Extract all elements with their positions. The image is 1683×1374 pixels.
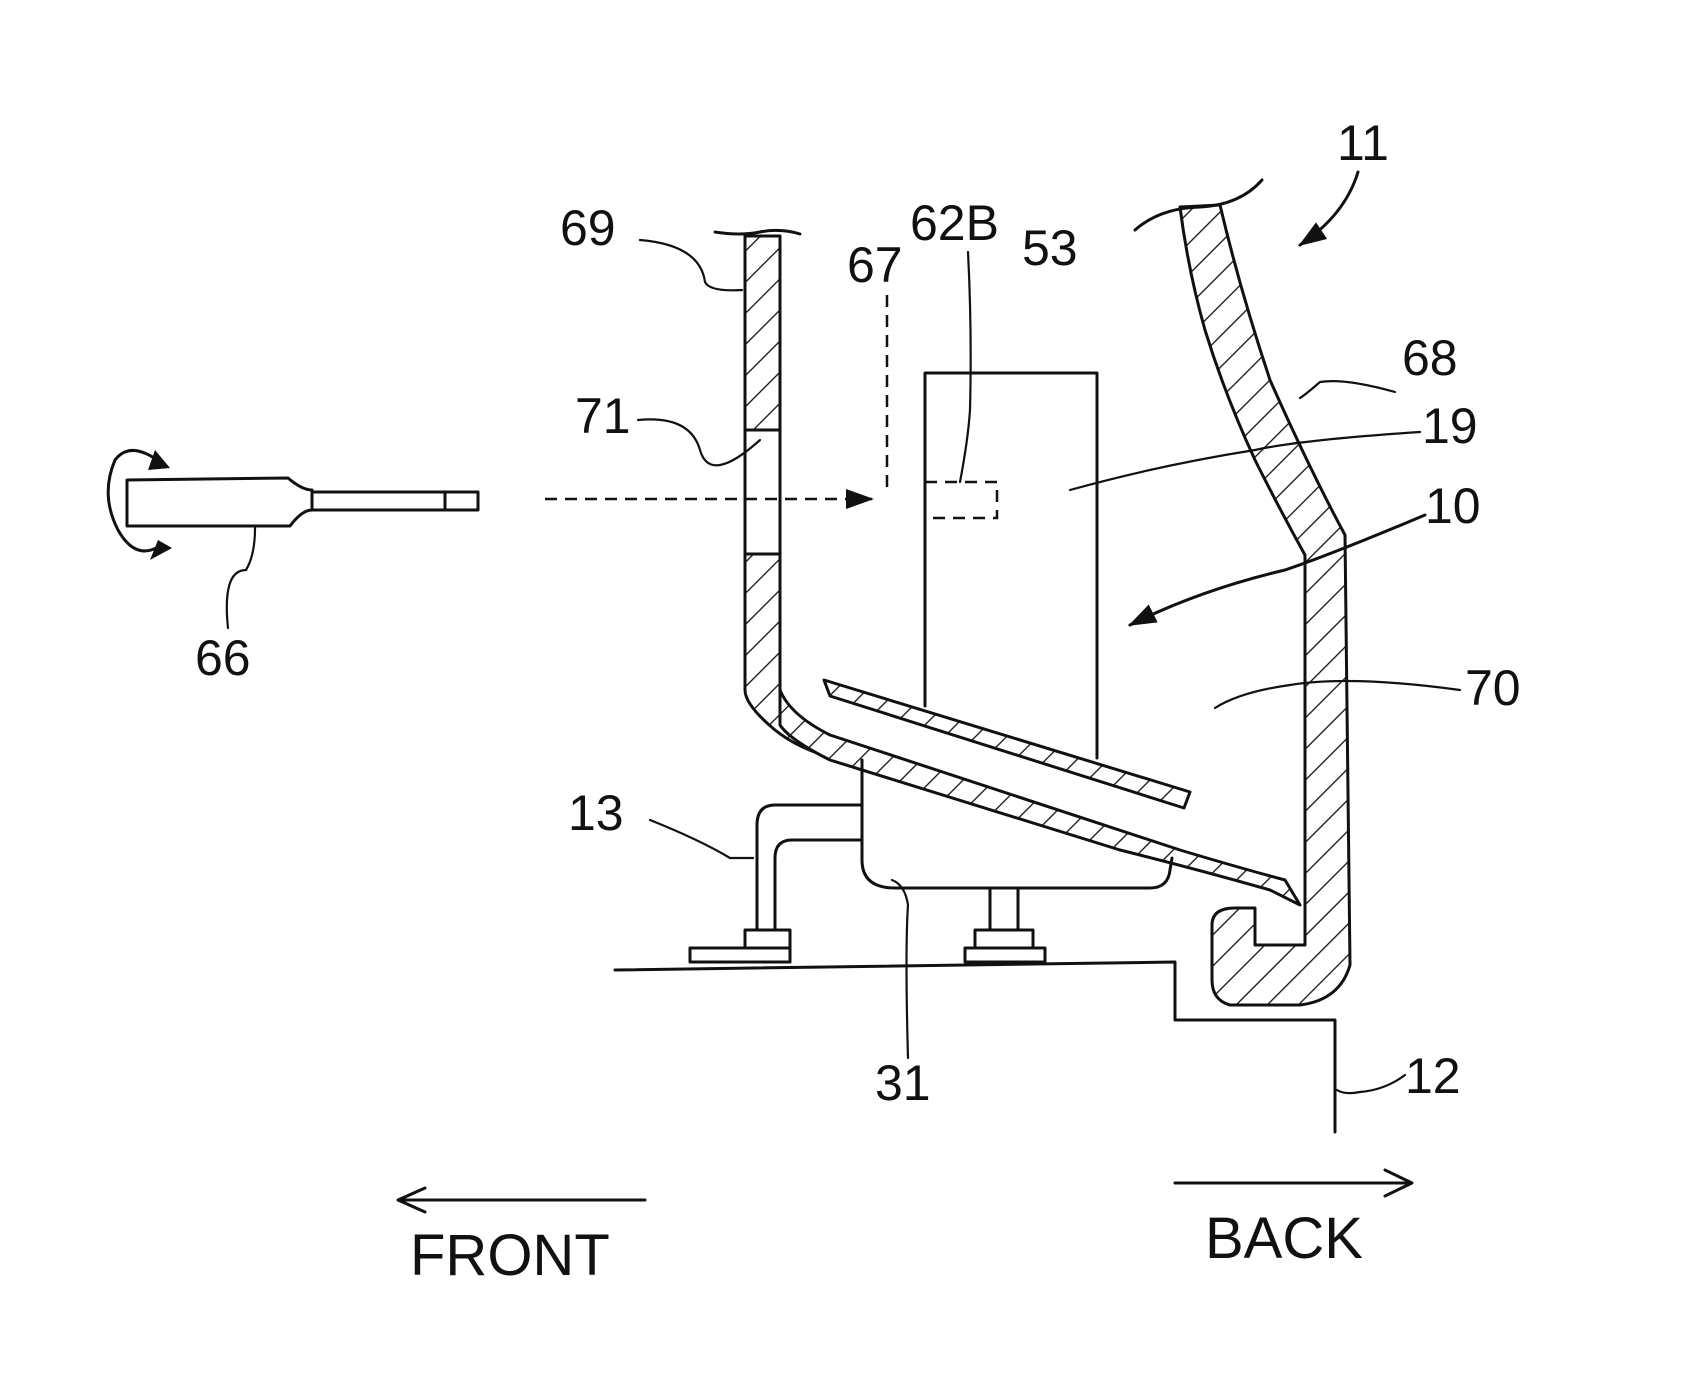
direction-front bbox=[398, 1188, 645, 1212]
label-67: 67 bbox=[847, 237, 903, 293]
front-wall-69 bbox=[715, 230, 823, 755]
rotation-arrow-head-top bbox=[148, 450, 170, 470]
arrow-10 bbox=[1130, 515, 1425, 625]
arrow-11 bbox=[1300, 172, 1358, 245]
label-69: 69 bbox=[560, 200, 616, 256]
label-71: 71 bbox=[575, 388, 631, 444]
dashed-part-62b bbox=[887, 295, 997, 518]
label-12: 12 bbox=[1405, 1048, 1461, 1104]
label-10: 10 bbox=[1425, 478, 1481, 534]
label-62b: 62B bbox=[910, 195, 999, 251]
tool-66 bbox=[108, 450, 478, 560]
label-53: 53 bbox=[1022, 220, 1078, 276]
direction-back bbox=[1175, 1170, 1412, 1196]
label-19: 19 bbox=[1422, 398, 1478, 454]
floor-plate bbox=[780, 680, 1300, 905]
label-66: 66 bbox=[195, 630, 251, 686]
label-13: 13 bbox=[568, 785, 624, 841]
label-11: 11 bbox=[1337, 115, 1389, 171]
label-front: FRONT bbox=[410, 1223, 610, 1288]
bracket-13 bbox=[690, 805, 862, 962]
unit-53 bbox=[925, 373, 1097, 758]
label-31: 31 bbox=[875, 1055, 931, 1111]
label-back: BACK bbox=[1205, 1206, 1363, 1271]
label-68: 68 bbox=[1402, 330, 1458, 386]
label-70: 70 bbox=[1465, 660, 1521, 716]
